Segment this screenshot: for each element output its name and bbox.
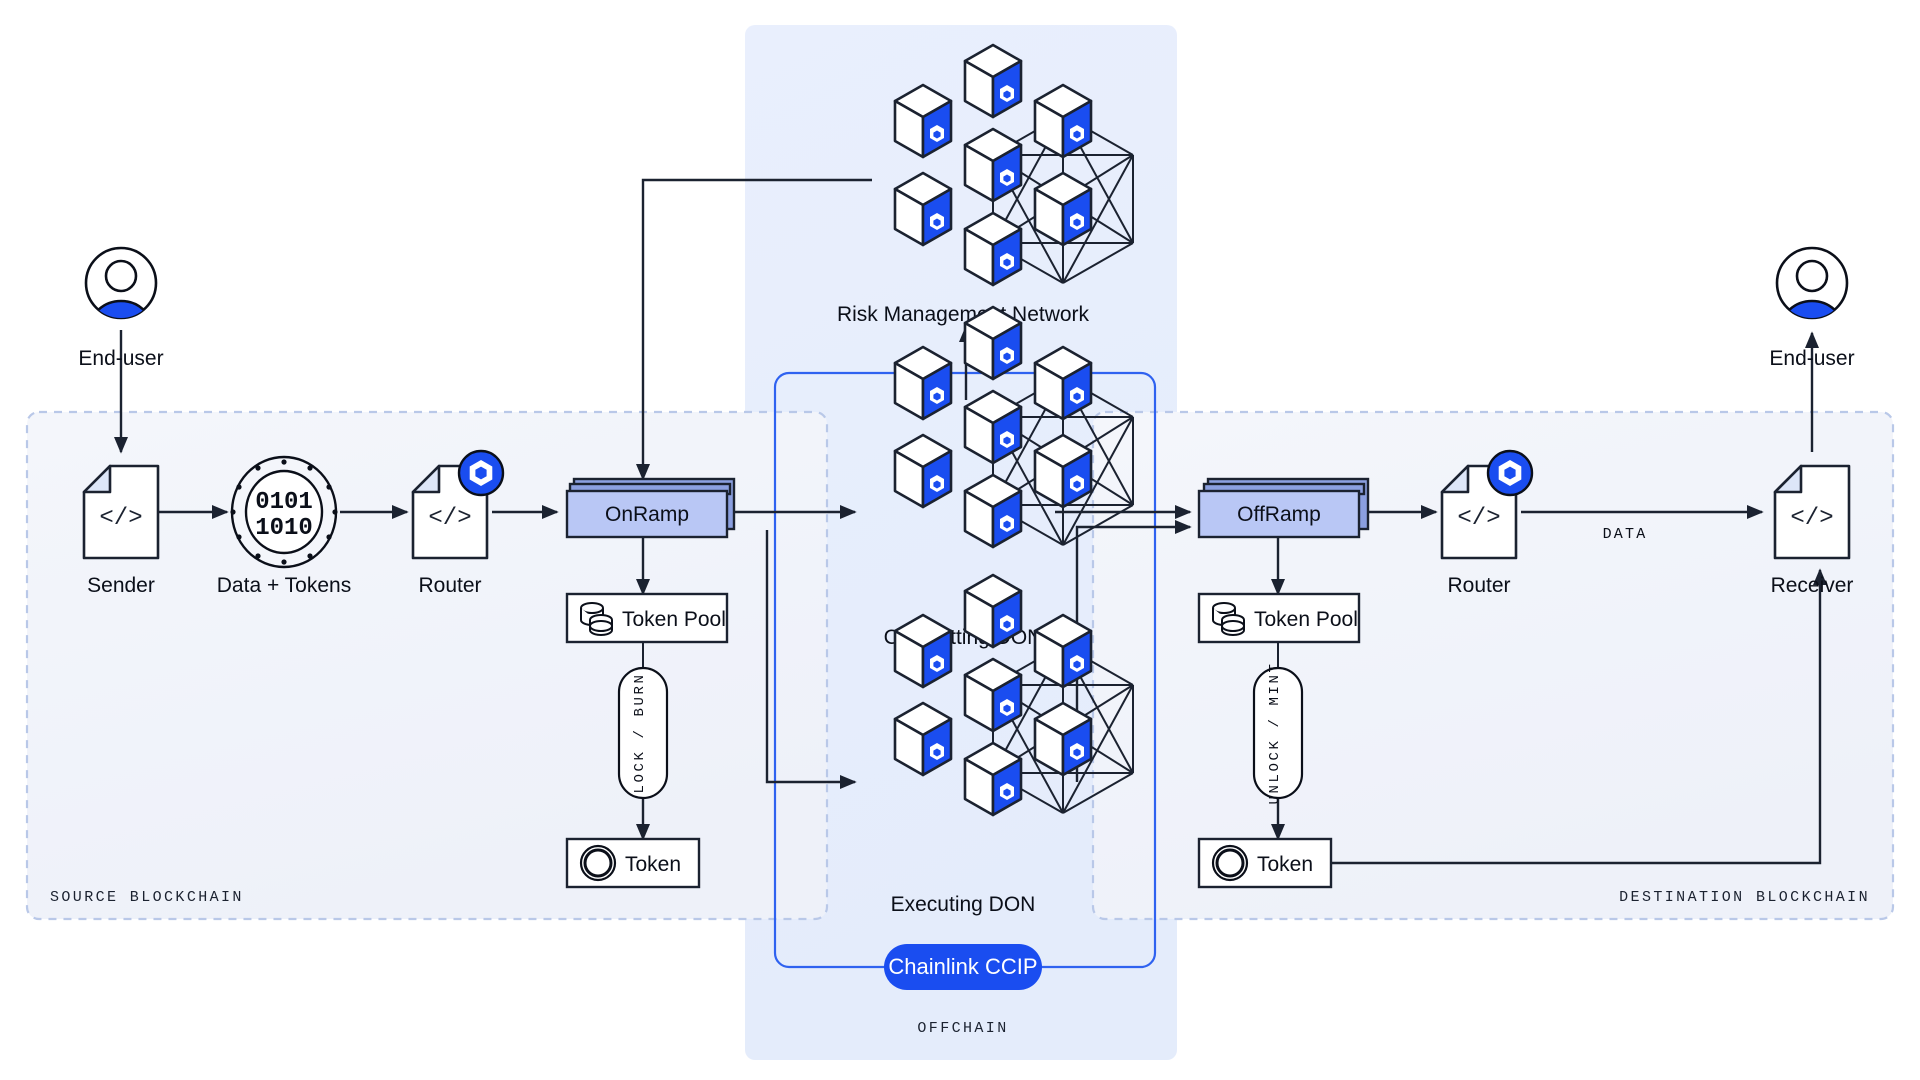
badge-chainlink-ccip-label: Chainlink CCIP [888,954,1037,979]
node-sender-label: Sender [87,574,155,597]
code-file-icon [82,464,160,560]
unlock-mint-text: UNLOCK / MINT [1267,661,1283,804]
node-receiver-label: Receiver [1771,574,1854,597]
node-router-source-label: Router [418,574,481,597]
node-sender: Sender [82,464,160,597]
node-token-pool-source-label: Token Pool [622,608,726,631]
lock-burn-text: LOCK / BURN [632,672,648,793]
node-rmn-label: Risk Management Network [837,303,1090,326]
node-data-tokens-label: Data + Tokens [217,574,351,597]
node-token-pool-source: Token Pool [565,592,729,644]
enduser-left-label: End-user [78,347,163,370]
token-ring-icon [579,844,617,882]
node-executing-don-label: Executing DON [891,893,1036,916]
node-token-source-label: Token [625,853,681,876]
node-token-pool-dest-label: Token Pool [1254,608,1358,631]
node-offramp[interactable]: OffRamp [1197,477,1370,539]
node-token-dest: Token [1197,837,1333,889]
zone-source-label: SOURCE BLOCKCHAIN [50,889,244,906]
node-token-pool-dest: Token Pool [1197,592,1361,644]
node-rmn: Risk Management Network [837,45,1133,326]
node-offramp-label: OffRamp [1237,503,1321,526]
node-receiver: Receiver [1771,464,1854,597]
edge-label-lock-burn: LOCK / BURN [617,666,669,800]
chainlink-badge-icon [457,449,505,497]
edge-label-data: DATA [1603,526,1648,543]
node-onramp-label: OnRamp [605,503,689,526]
node-router-dest-label: Router [1447,574,1510,597]
token-ring-icon [1211,844,1249,882]
node-token-source: Token [565,837,701,889]
node-token-dest-label: Token [1257,853,1313,876]
enduser-right-label: End-user [1769,347,1854,370]
enduser-right: End-user [1769,248,1855,370]
node-router-dest: Router [1440,449,1534,597]
node-router-source: Router [411,449,505,597]
badge-chainlink-ccip[interactable]: Chainlink CCIP [884,944,1042,990]
node-data-tokens: 0101 1010 Data + Tokens [217,455,351,597]
edge-label-unlock-mint: UNLOCK / MINT [1252,661,1304,805]
node-executing-don: Executing DON [891,575,1133,916]
node-onramp[interactable]: OnRamp [565,477,736,539]
enduser-left: End-user [78,248,164,370]
zone-destination-label: DESTINATION BLOCKCHAIN [1619,889,1870,906]
zone-offchain-label: OFFCHAIN [917,1020,1008,1037]
connectors [113,178,1828,865]
chainlink-badge-icon [1486,449,1534,497]
data-tokens-bits-line2: 1010 [255,515,313,542]
data-tokens-bits-line1: 0101 [255,489,313,516]
code-file-icon [1773,464,1851,560]
